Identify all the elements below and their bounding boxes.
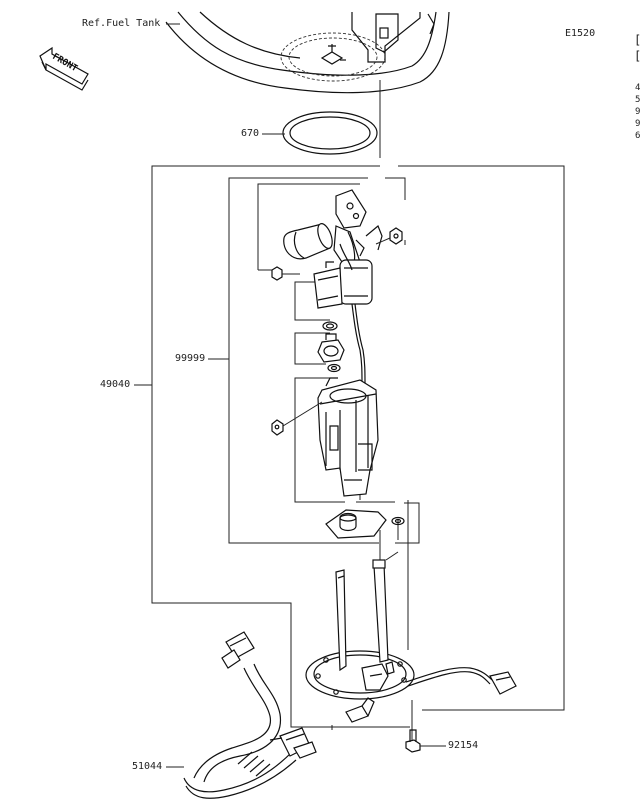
fuel-tank-reference <box>165 11 450 94</box>
washer-strainer <box>391 516 405 526</box>
callout-51044: 51044 <box>132 761 163 772</box>
connector-lead <box>405 667 517 695</box>
leader-lines <box>134 23 446 768</box>
fuel-pump-motor <box>283 189 383 309</box>
pump-housing <box>317 377 379 497</box>
edge-fragment-2: [ <box>634 49 641 63</box>
callout-670: 670 <box>241 128 260 139</box>
ref-fuel-tank-label: Ref.Fuel Tank <box>82 18 161 29</box>
o-ring-670 <box>282 111 378 155</box>
edge-fragment-7: 6 <box>635 131 641 141</box>
nut-upper-left <box>271 266 300 281</box>
callout-49040: 49040 <box>100 379 131 390</box>
edge-fragment-4: 5 <box>635 95 641 105</box>
edge-fragment-1: [ <box>634 33 641 47</box>
bolt-92154 <box>405 729 421 753</box>
fuel-outlet <box>345 697 375 723</box>
edge-fragment-5: 9 <box>635 107 641 117</box>
wire-harness <box>339 243 366 385</box>
nut-upper-right <box>375 227 403 245</box>
edge-fragment-3: 4 <box>635 83 641 93</box>
pump-mount-flange <box>305 559 415 700</box>
washer-small <box>322 321 338 331</box>
front-direction-arrow: FRONT <box>39 46 89 91</box>
fuel-strainer <box>325 509 387 539</box>
callout-92154: 92154 <box>448 740 479 751</box>
washer-lower <box>327 363 341 373</box>
nut-housing <box>271 401 323 436</box>
pressure-regulator <box>317 333 345 363</box>
assembly-boxes <box>151 80 565 740</box>
edge-fragment-6: 9 <box>635 119 641 129</box>
callout-99999: 99999 <box>175 353 206 364</box>
diagram-code: E1520 <box>565 28 596 39</box>
fuel-hose-51044 <box>183 631 317 799</box>
